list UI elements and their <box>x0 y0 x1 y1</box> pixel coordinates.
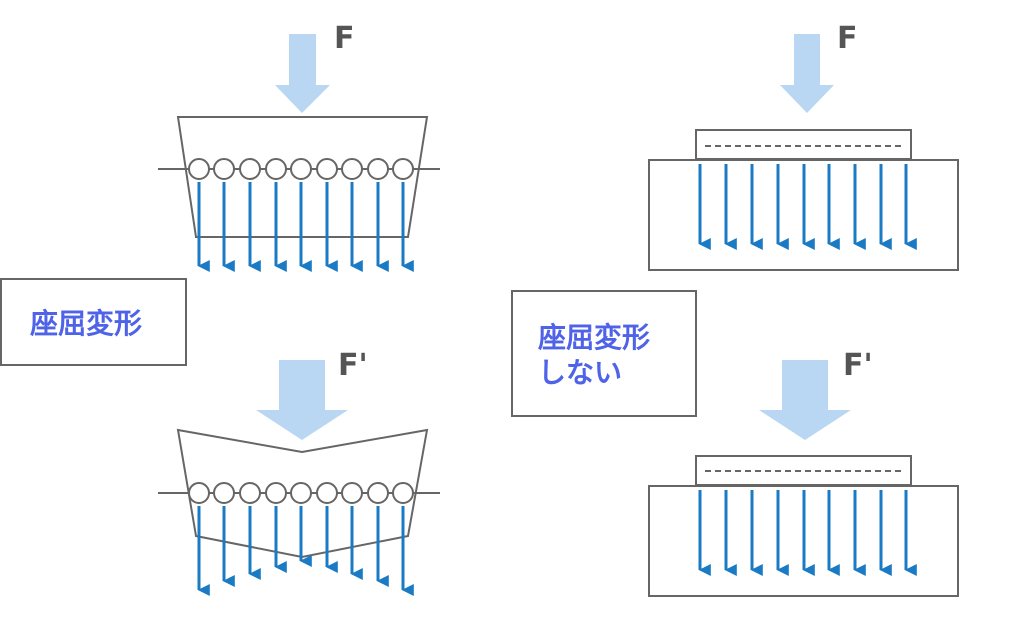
stress-arrows-top <box>197 182 414 272</box>
no-buckling-label-box: 座屈変形 しない <box>511 290 697 417</box>
stress-arrows-right-top <box>698 164 917 250</box>
no-buckling-line1: 座屈変形 <box>538 321 651 354</box>
stress-arrows-right-bottom <box>698 490 917 576</box>
bolt-row-top <box>188 158 414 180</box>
base-block-bottom <box>648 485 959 597</box>
force-label-f-left: F <box>334 21 355 56</box>
flange-block-top <box>176 116 429 238</box>
force-label-f-prime-left: F' <box>338 348 368 383</box>
plate-top <box>695 129 912 160</box>
stress-arrows-bottom <box>197 506 414 596</box>
load-arrow-f-prime-right <box>759 360 851 440</box>
buckling-label: 座屈変形 <box>30 307 143 340</box>
load-arrow-f-right <box>780 34 834 113</box>
right-top-panel: F <box>648 21 959 271</box>
flange-block-buckled <box>176 428 429 559</box>
left-bottom-panel: F' <box>158 348 440 596</box>
left-top-panel: F <box>158 21 440 272</box>
no-buckling-line2: しない <box>538 356 623 389</box>
base-block-top <box>648 159 959 271</box>
right-bottom-panel: F' <box>648 348 959 597</box>
force-label-f-right: F <box>837 21 858 56</box>
load-arrow-f-left <box>275 34 330 113</box>
no-buckling-label: 座屈変形 しない <box>538 320 650 390</box>
bolt-row-bottom <box>188 482 414 504</box>
load-arrow-f-prime-left <box>256 360 348 440</box>
force-label-f-prime-right: F' <box>843 348 873 383</box>
buckling-label-box: 座屈変形 <box>0 278 187 366</box>
